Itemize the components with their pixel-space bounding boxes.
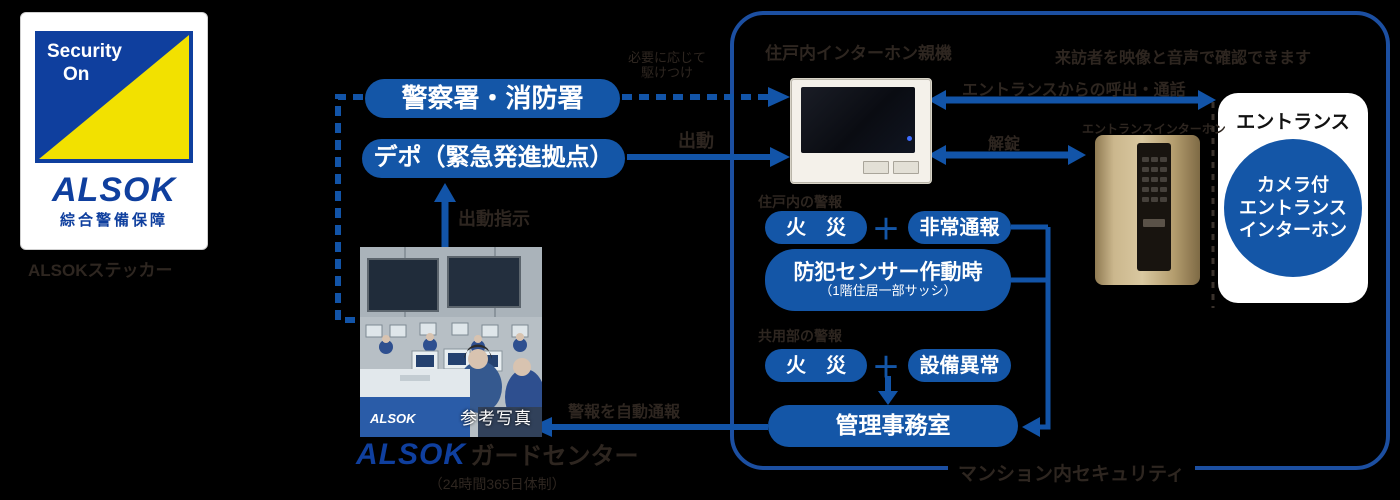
- security-sensor-line2: （1階住居一部サッシ）: [819, 283, 957, 299]
- photo-badge: 参考写真: [460, 409, 532, 428]
- alarm-to-office-line: [1011, 224, 1051, 430]
- entrance-box-title: エントランス: [1236, 112, 1350, 133]
- call-arrow-note: エントランスからの呼出・通話: [962, 82, 1186, 99]
- entrance-circle: カメラ付 エントランス インターホン: [1224, 139, 1362, 277]
- depot-to-home-arrowhead: [770, 147, 790, 167]
- guard-center-sub: （24時間365日体制）: [428, 476, 566, 492]
- entrance-intercom-device: [1095, 135, 1200, 285]
- police-arrow-note: 必要に応じて 駆けつけ: [628, 50, 707, 80]
- sticker-caption: ALSOKステッカー: [28, 261, 173, 280]
- management-office-box: 管理事務室: [768, 405, 1018, 447]
- unlock-note: 解錠: [988, 136, 1021, 153]
- police-to-home-arrowhead: [768, 87, 790, 107]
- common-alarm-down-arrowhead: [878, 391, 898, 405]
- intercom-unit: [790, 78, 932, 184]
- entrance-note: 来訪者を映像と音声で確認できます: [1055, 50, 1312, 67]
- building-caption: マンション内セキュリティ: [948, 459, 1195, 486]
- intercom-button: [893, 161, 919, 174]
- sticker-square: Security On: [35, 31, 193, 163]
- security-sensor-line1: 防犯センサー作動時: [793, 261, 983, 285]
- svg-text:ALSOK: ALSOK: [369, 411, 417, 426]
- intercom-title: 住戸内インターホン親機: [765, 44, 952, 63]
- plus-icon: ＋: [872, 352, 901, 383]
- fire-box-unit: 火 災: [765, 211, 867, 244]
- security-sensor-box: 防犯センサー作動時 （1階住居一部サッシ）: [765, 249, 1011, 311]
- guard-center-photo: ALSOK 参考写真: [360, 247, 542, 437]
- guard-center-brand: ALSOK: [356, 438, 466, 471]
- guard-center-name: ガードセンター: [470, 443, 639, 470]
- alsok-logo-subtitle: 綜合警備保障: [59, 212, 168, 229]
- guard-to-police-dashed-line: [335, 94, 363, 323]
- depot-box: デポ（緊急発進拠点）: [362, 139, 625, 178]
- alsok-logo: ALSOK: [52, 171, 176, 209]
- report-note: 警報を自動通報: [568, 404, 681, 421]
- intercom-button: [863, 161, 889, 174]
- entrance-box: エントランス カメラ付 エントランス インターホン: [1218, 93, 1368, 303]
- common-alarm-note: 共用部の警報: [758, 328, 842, 344]
- fire-box-common: 火 災: [765, 349, 867, 382]
- security-on-label: Security On: [47, 41, 122, 85]
- equipment-error-box: 設備異常: [908, 349, 1011, 382]
- entrance-device-keypad: [1137, 143, 1171, 271]
- intercom-screen: [801, 87, 915, 153]
- intercom-entrance-arrowhead-right: [1198, 90, 1216, 110]
- guard-center-title: ALSOK ガードセンター （24時間365日体制）: [356, 436, 638, 494]
- dispatch-note: 出動指示: [458, 209, 530, 229]
- alsok-sticker: Security On ALSOK 綜合警備保障: [20, 12, 208, 250]
- unit-alarm-note: 住戸内の警報: [758, 194, 842, 210]
- intercom-entrance-arrowhead-left: [928, 90, 946, 110]
- guard-center-photo-art: ALSOK: [360, 247, 542, 437]
- police-fire-box: 警察署・消防署: [365, 79, 620, 118]
- intercom-led: [907, 136, 912, 141]
- plus-icon: ＋: [872, 214, 901, 245]
- emergency-report-box: 非常通報: [908, 211, 1011, 244]
- depot-arrow-note: 出動: [678, 131, 714, 151]
- guard-to-depot-arrowhead: [434, 183, 456, 202]
- alarm-to-office-arrowhead: [1022, 417, 1040, 437]
- intercom-device-arrowhead-right: [1068, 145, 1086, 165]
- intercom-device-arrowhead-left: [928, 145, 946, 165]
- entrance-device-caption: エントランスインターホン: [1082, 122, 1226, 136]
